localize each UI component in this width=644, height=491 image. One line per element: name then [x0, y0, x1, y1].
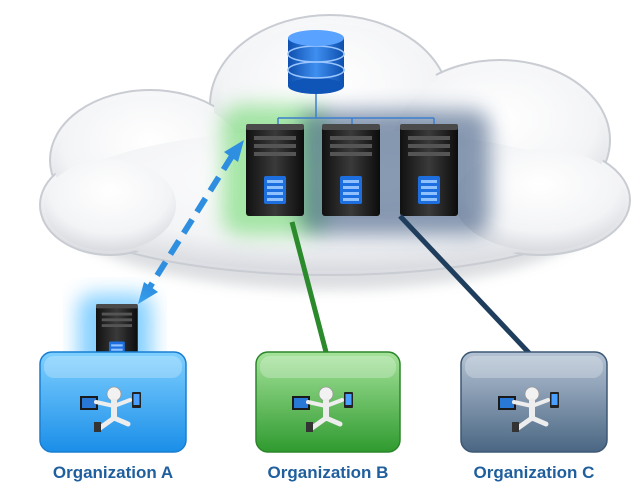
server-tower-icon — [322, 124, 380, 216]
org-a-label: Organization A — [52, 463, 174, 482]
server-tower-icon — [400, 124, 458, 216]
org-b-label: Organization B — [267, 463, 389, 482]
org-b-box — [255, 351, 401, 453]
org-a-box — [39, 351, 187, 453]
org-c-box — [460, 351, 608, 453]
arrowhead-icon — [224, 140, 244, 162]
server-tower-icon — [246, 124, 304, 216]
org-c-label: Organization C — [473, 463, 595, 482]
org-c-connection — [398, 214, 532, 356]
database-icon — [287, 30, 345, 94]
network-links — [277, 94, 435, 126]
cloud-icon — [39, 14, 631, 290]
org-b-connection — [289, 221, 329, 353]
